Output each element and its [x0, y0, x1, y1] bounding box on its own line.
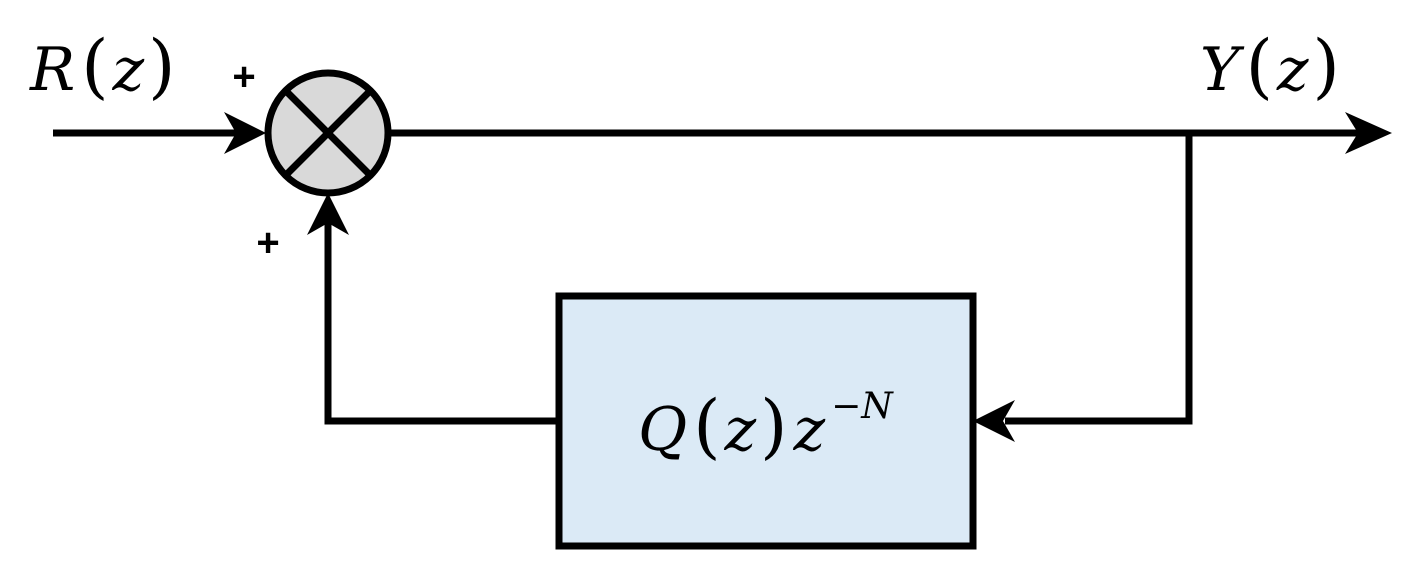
input-label: R(z): [29, 25, 175, 107]
feedback-block-label: Q(z)z−N: [638, 385, 894, 467]
output-arrowhead: [1345, 112, 1392, 154]
feedback-branch-line: [1005, 133, 1193, 425]
sign-top-label: +: [232, 55, 255, 99]
block-input-arrowhead: [973, 400, 1015, 442]
return-path-line: [324, 222, 559, 425]
sign-bottom-label: +: [256, 221, 279, 265]
output-label: Y(z): [1200, 25, 1340, 107]
return-arrowhead: [307, 193, 349, 235]
summing-junction: [264, 69, 392, 197]
feedback-block: [555, 292, 977, 550]
summing-junction-cross-2: [283, 88, 373, 178]
input-arrowhead: [224, 112, 266, 154]
